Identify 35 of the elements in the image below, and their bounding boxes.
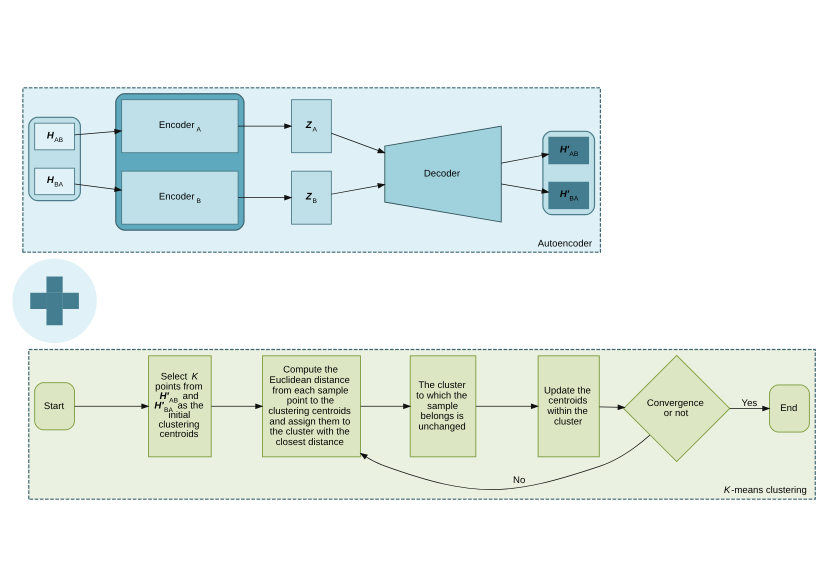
arrow [238, 122, 292, 129]
node-box: H′$_{AB}$ [548, 136, 590, 164]
arrow [501, 152, 550, 163]
node-box: End [769, 384, 810, 432]
node-box: Encoder$_{B}$ [121, 170, 239, 224]
node-box: Select K points from H′$_{AB}$ and H′$_{BA}$ as the initial clustering centroids [148, 354, 212, 457]
node-box: Start [34, 382, 75, 430]
arrow [238, 194, 292, 200]
node-box: Z$_{A}$ [291, 98, 332, 153]
arrow [476, 402, 540, 409]
node-box: Encoder$_{A}$ [121, 98, 239, 153]
node-box: Z$_{B}$ [291, 170, 332, 224]
node-box: H$_{AB}$ [34, 122, 75, 150]
edge-label: Yes [742, 397, 758, 408]
arrow [360, 434, 650, 490]
arrow [501, 183, 550, 194]
arrow [360, 402, 412, 409]
node-box: H$_{BA}$ [34, 167, 75, 195]
node-diamond: Convergence or not [623, 354, 730, 462]
node-box: Update the centroids within the cluster [538, 354, 600, 457]
cluster [28, 116, 81, 201]
node-circle [11, 257, 98, 344]
arrow [599, 404, 626, 410]
arrow [729, 405, 770, 411]
edge-label: No [513, 474, 526, 486]
node-box: Compute the Euclidean distance from each sample point to the clustering centroids and assign them to the cluster with the closest distance [262, 354, 361, 457]
arrow [331, 182, 386, 194]
arrow [74, 183, 122, 192]
arrow [331, 132, 386, 153]
arrow [74, 402, 150, 409]
node-box: H′$_{BA}$ [548, 181, 590, 209]
arrow [211, 402, 264, 409]
arrow [74, 128, 122, 135]
node-box: Decoder [384, 125, 502, 222]
node-box: The cluster to which the sample belongs is unchanged [410, 354, 476, 457]
